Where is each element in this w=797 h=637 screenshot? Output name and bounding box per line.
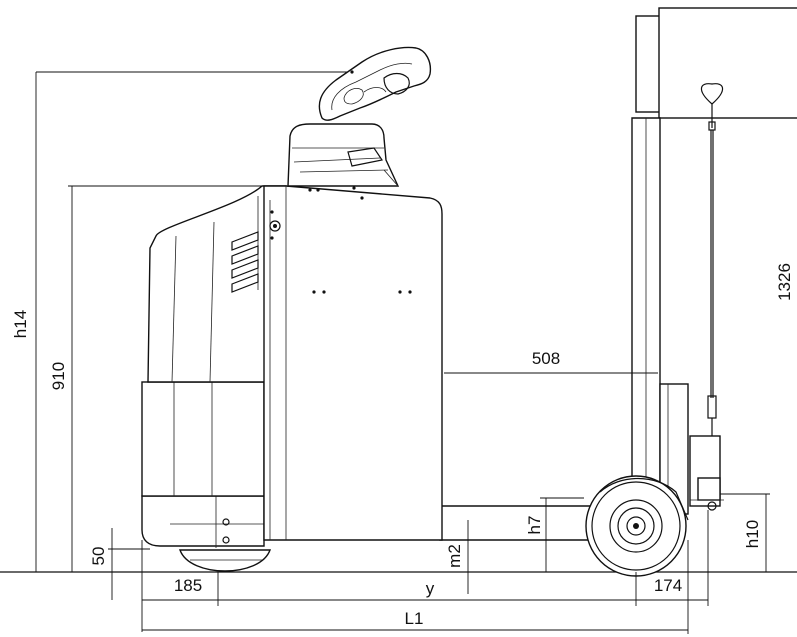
dim-h7-label: h7	[525, 516, 544, 535]
dim-m2-label: m2	[445, 544, 464, 568]
dim-174-label: 174	[654, 576, 682, 595]
tiller-handle	[318, 46, 432, 121]
dim-508-label: 508	[532, 349, 560, 368]
rear-wheel	[179, 549, 271, 572]
dim-1326-label: 1326	[775, 263, 794, 301]
dimension-lines	[35, 7, 797, 634]
dim-185-label: 185	[174, 576, 202, 595]
dim-y-label: y	[426, 579, 435, 598]
truck-body	[141, 185, 443, 548]
dim-h14-label: h14	[11, 310, 30, 338]
front-wheel	[439, 475, 689, 577]
dim-910-label: 910	[49, 362, 68, 390]
operator-console	[287, 123, 400, 187]
vent-slots	[231, 231, 259, 293]
dim-L1-label: L1	[405, 609, 424, 628]
dim-h10-label: h10	[743, 520, 762, 548]
lift-cable	[689, 83, 724, 511]
dim-50-label: 50	[89, 547, 108, 566]
